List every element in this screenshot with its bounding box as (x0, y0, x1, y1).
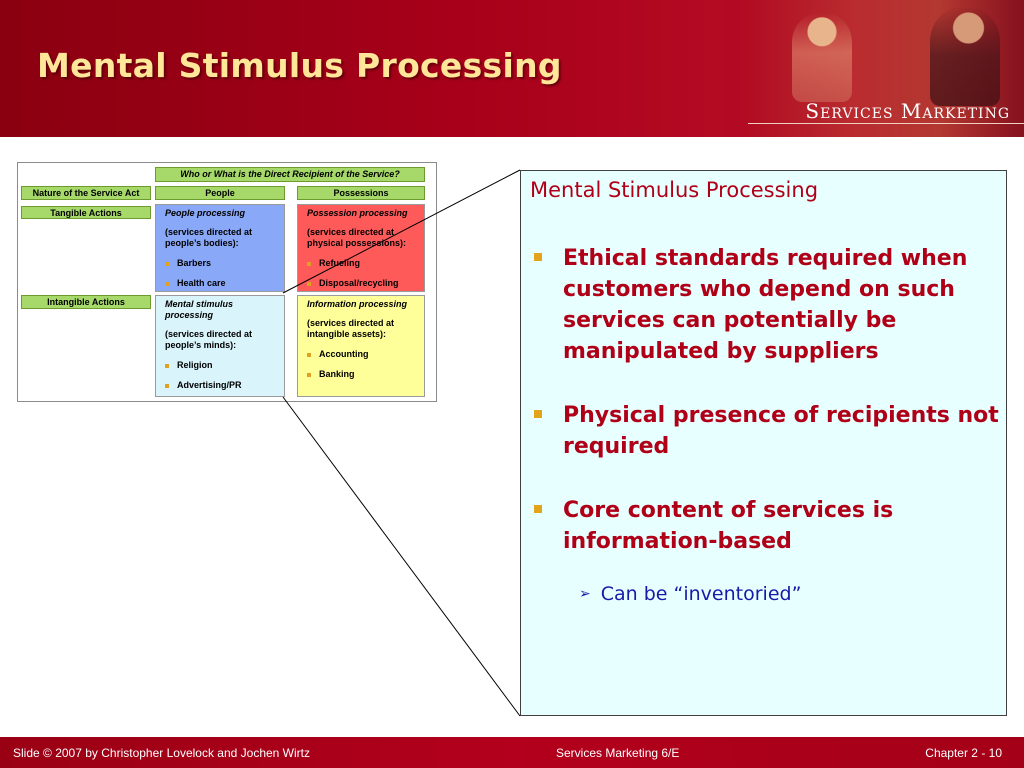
cell-title: Possession processing (307, 208, 408, 218)
bullet-square-icon (307, 261, 311, 266)
service-matrix-thumbnail: Who or What is the Direct Recipient of t… (17, 162, 437, 402)
bullet-square-icon (165, 363, 169, 368)
panel-title: Mental Stimulus Processing (530, 178, 819, 202)
cell-subtitle: (services directed at people’s minds): (165, 329, 253, 350)
matrix-column-people: People (155, 186, 285, 200)
bullet-list: Ethical standards required when customer… (530, 243, 1000, 590)
arrow-bullet-icon: ➢ (579, 586, 591, 602)
cell-subtitle: (services directed at intangible assets)… (307, 318, 395, 339)
bullet-item: Core content of services is information-… (530, 495, 1000, 557)
cell-information-processing: Information processing (services directe… (297, 295, 425, 397)
bullet-square-icon (307, 352, 311, 357)
bullet-square-icon (165, 281, 169, 286)
person-figure-right (930, 6, 1000, 106)
bullet-square-icon (307, 372, 311, 377)
matrix-row-intangible: Intangible Actions (21, 295, 151, 309)
footer-book-title: Services Marketing 6/E (556, 746, 680, 760)
footer-copyright: Slide © 2007 by Christopher Lovelock and… (13, 746, 310, 760)
footer-page-number: Chapter 2 - 10 (925, 746, 1002, 760)
connector-line-bottom (282, 396, 521, 717)
cell-list-item: Barbers (165, 258, 275, 269)
bullet-square-icon (534, 253, 542, 261)
header-photo (740, 0, 1024, 137)
cell-subtitle: (services directed at physical possessio… (307, 227, 407, 248)
brand-underline (748, 123, 1024, 124)
slide-header: Mental Stimulus Processing Services Mark… (0, 0, 1024, 137)
cell-people-processing: People processing (services directed at … (155, 204, 285, 292)
cell-subtitle: (services directed at people’s bodies): (165, 227, 253, 248)
bullet-square-icon (307, 281, 311, 286)
bullet-item: Ethical standards required when customer… (530, 243, 1000, 367)
cell-list-item: Disposal/recycling (307, 278, 415, 289)
cell-mental-stimulus-processing: Mental stimulus processing (services dir… (155, 295, 285, 397)
detail-panel: Mental Stimulus Processing Ethical stand… (520, 170, 1007, 716)
bullet-square-icon (165, 261, 169, 266)
cell-possession-processing: Possession processing (services directed… (297, 204, 425, 292)
cell-list-item: Health care (165, 278, 275, 289)
cell-title: Mental stimulus processing (165, 299, 234, 320)
bullet-square-icon (534, 505, 542, 513)
matrix-row-tangible: Tangible Actions (21, 206, 151, 219)
cell-list-item: Refueling (307, 258, 415, 269)
bullet-item: Physical presence of recipients not requ… (530, 400, 1000, 462)
cell-list-item: Banking (307, 369, 415, 380)
matrix-top-header: Who or What is the Direct Recipient of t… (155, 167, 425, 182)
cell-list-item: Religion (165, 360, 275, 371)
slide-footer: Slide © 2007 by Christopher Lovelock and… (0, 737, 1024, 768)
sub-bullet-item: ➢ Can be “inventoried” (579, 583, 802, 605)
slide-title: Mental Stimulus Processing (37, 46, 562, 85)
matrix-row-header: Nature of the Service Act (21, 186, 151, 200)
person-figure-left (792, 12, 852, 102)
bullet-square-icon (534, 410, 542, 418)
cell-list-item: Advertising/PR (165, 380, 275, 391)
bullet-square-icon (165, 383, 169, 388)
matrix-column-possessions: Possessions (297, 186, 425, 200)
cell-title: People processing (165, 208, 246, 218)
cell-list-item: Accounting (307, 349, 415, 360)
brand-label: Services Marketing (805, 99, 1010, 123)
cell-title: Information processing (307, 299, 408, 309)
